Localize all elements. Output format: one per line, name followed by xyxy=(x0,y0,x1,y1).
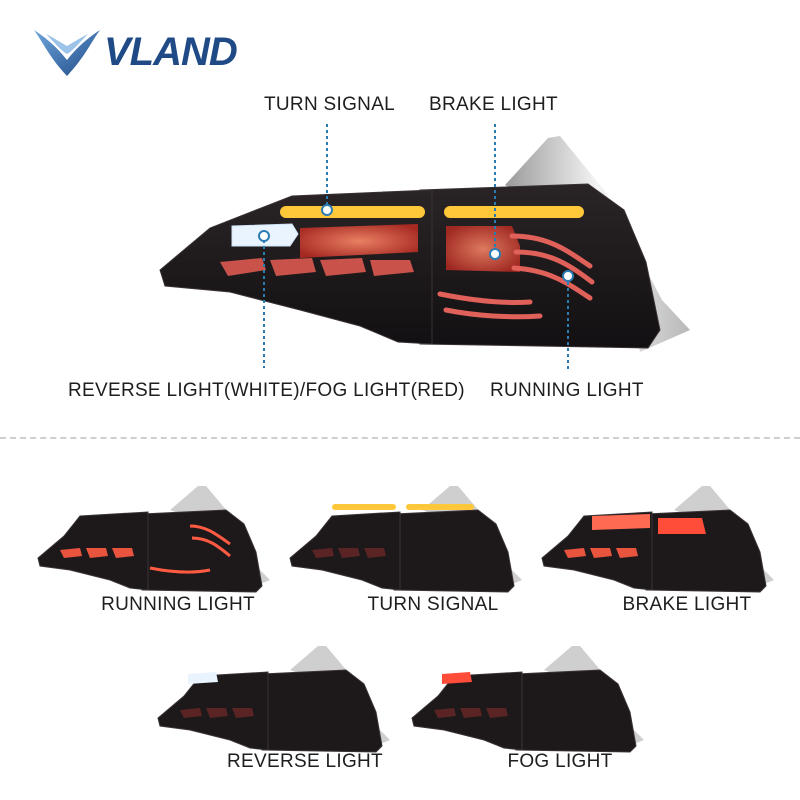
outer-lens xyxy=(419,183,661,349)
callout-running-light: RUNNING LIGHT xyxy=(490,380,644,401)
variant-fog-thumbnail xyxy=(411,645,645,753)
turn-signal-strip-inner xyxy=(280,206,425,218)
variant-label-fog: FOG LIGHT xyxy=(507,751,613,772)
callout-leaders xyxy=(263,124,569,372)
hero-taillight xyxy=(159,124,690,372)
brand-logo: VLAND xyxy=(30,22,238,82)
brake-light-inner xyxy=(300,224,418,258)
variant-label-brake: BRAKE LIGHT xyxy=(622,594,752,615)
running-light-segments-outer xyxy=(437,233,595,320)
variant-running-thumbnail xyxy=(37,485,271,593)
brake-light-outer xyxy=(446,226,520,272)
callout-turn-signal: TURN SIGNAL xyxy=(264,94,396,115)
variant-label-reverse: REVERSE LIGHT xyxy=(227,751,383,772)
variant-thumbnails xyxy=(37,485,775,753)
brand-name: VLAND xyxy=(104,30,238,74)
running-light-segments-inner xyxy=(220,258,414,276)
variant-brake-thumbnail xyxy=(541,485,775,593)
variant-label-turn: TURN SIGNAL xyxy=(367,594,499,615)
turn-signal-strip-outer xyxy=(444,206,584,218)
variant-reverse-thumbnail xyxy=(157,645,391,753)
section-divider xyxy=(0,437,800,439)
variant-label-running: RUNNING LIGHT xyxy=(101,594,255,615)
callout-reverse-fog: REVERSE LIGHT(WHITE)/FOG LIGHT(RED) xyxy=(68,380,465,401)
callout-dots xyxy=(258,204,574,282)
callout-brake-light: BRAKE LIGHT xyxy=(429,94,558,115)
wing-emblem-icon xyxy=(34,30,100,76)
variant-turn-thumbnail xyxy=(289,485,523,593)
